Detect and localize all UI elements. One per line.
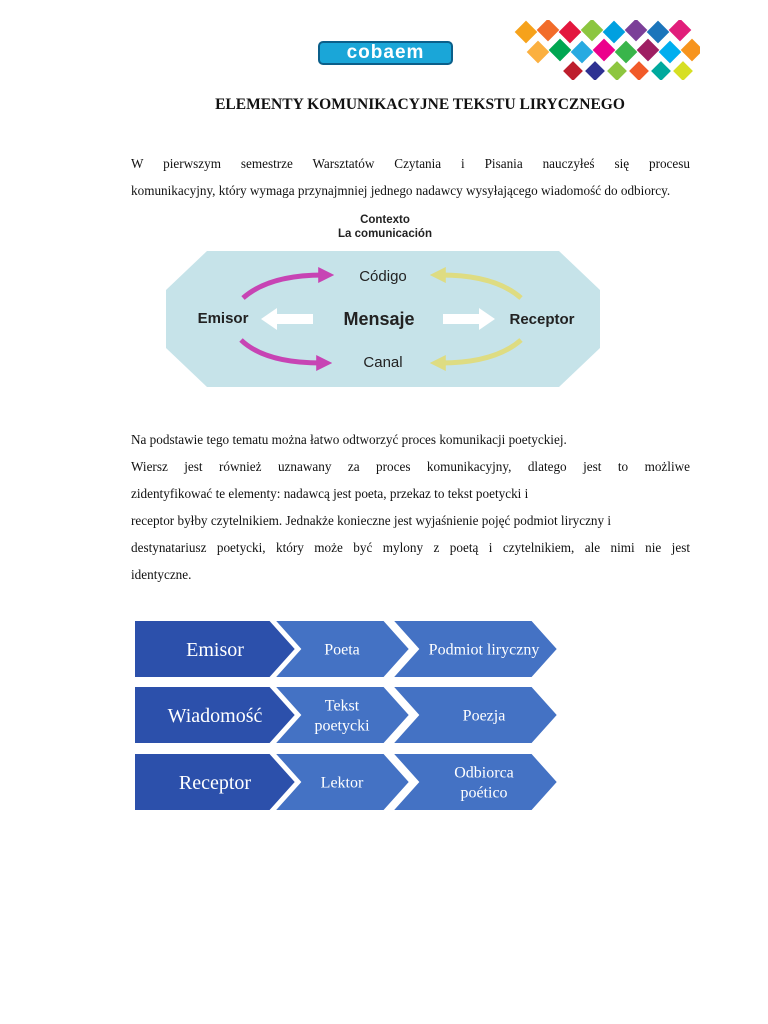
flow-row: Wiadomość Tekst poetycki Poezja <box>134 685 560 745</box>
chevron-second <box>271 752 412 812</box>
chevron-third <box>389 620 560 679</box>
codigo-label: Código <box>359 268 407 285</box>
chevron-main <box>134 685 298 745</box>
mensaje-label: Mensaje <box>343 309 414 329</box>
flow-row: Receptor Lektor Odbiorca poético <box>134 752 560 812</box>
mensaje-right-arrow <box>443 308 495 330</box>
paragraph-line: Wiersz jest również uznawany za proces k… <box>131 459 690 474</box>
canal-label: Canal <box>363 354 402 371</box>
chevron-third <box>389 752 560 812</box>
chevron-label: Odbiorca <box>454 765 514 782</box>
diagram-subtitle: La comunicación <box>338 228 432 240</box>
cobaem-logo: cobaem <box>318 41 453 65</box>
chevron-label: poetycki <box>314 718 370 735</box>
receptor-to-codigo-arrow <box>429 267 523 300</box>
emisor-label: Emisor <box>198 310 249 327</box>
context-hexagon <box>166 251 600 387</box>
mosaic-tiles <box>514 20 700 80</box>
chevron-label: Receptor <box>179 772 252 794</box>
emisor-to-codigo-arrow <box>241 267 335 300</box>
mosaic-decoration <box>514 20 700 80</box>
chevron-label: poético <box>460 785 507 802</box>
receptor-to-canal-arrow <box>429 338 523 371</box>
diagram-context-label: Contexto <box>360 214 410 226</box>
emisor-to-canal-arrow <box>239 338 333 371</box>
chevron-label: Lektor <box>321 775 364 792</box>
chevron-label: Wiadomość <box>168 705 263 727</box>
chevron-main <box>134 752 298 812</box>
chevron-second <box>271 685 412 745</box>
chevron-label: Emisor <box>186 639 244 661</box>
paragraph-line: zidentyfikować te elementy: nadawcą jest… <box>131 486 529 501</box>
paragraph-line: komunikacyjny, który wymaga przynajmniej… <box>131 183 671 198</box>
paragraph-line: receptor byłby czytelnikiem. Jednakże ko… <box>131 513 612 528</box>
receptor-label: Receptor <box>509 311 574 328</box>
chevron-label: Tekst <box>325 698 360 715</box>
paragraph-line: W pierwszym semestrze Warsztatów Czytani… <box>131 156 690 171</box>
page-title: ELEMENTY KOMUNIKACYJNE TEKSTU LIRYCZNEGO <box>215 96 625 113</box>
chevron-second <box>271 620 412 679</box>
communication-diagram: Código Emisor Mensaje Receptor Canal <box>166 251 600 387</box>
intro-paragraph: W pierwszym semestrze Warsztatów Czytani… <box>131 150 690 204</box>
mensaje-left-arrow <box>261 308 313 330</box>
chevron-main <box>134 620 298 679</box>
paragraph-line: Na podstawie tego tematu można łatwo odt… <box>131 432 567 447</box>
chevron-label: Poeta <box>324 642 360 659</box>
explanation-paragraph: Na podstawie tego tematu można łatwo odt… <box>131 426 690 588</box>
chevron-label: Podmiot liryczny <box>429 642 540 659</box>
paragraph-line: identyczne. <box>131 567 192 582</box>
paragraph-line: destynatariusz poetycki, który może być … <box>131 540 690 555</box>
flow-row: Emisor Poeta Podmiot liryczny <box>134 620 560 679</box>
chevron-third <box>389 685 560 745</box>
chevron-label: Poezja <box>463 708 506 725</box>
